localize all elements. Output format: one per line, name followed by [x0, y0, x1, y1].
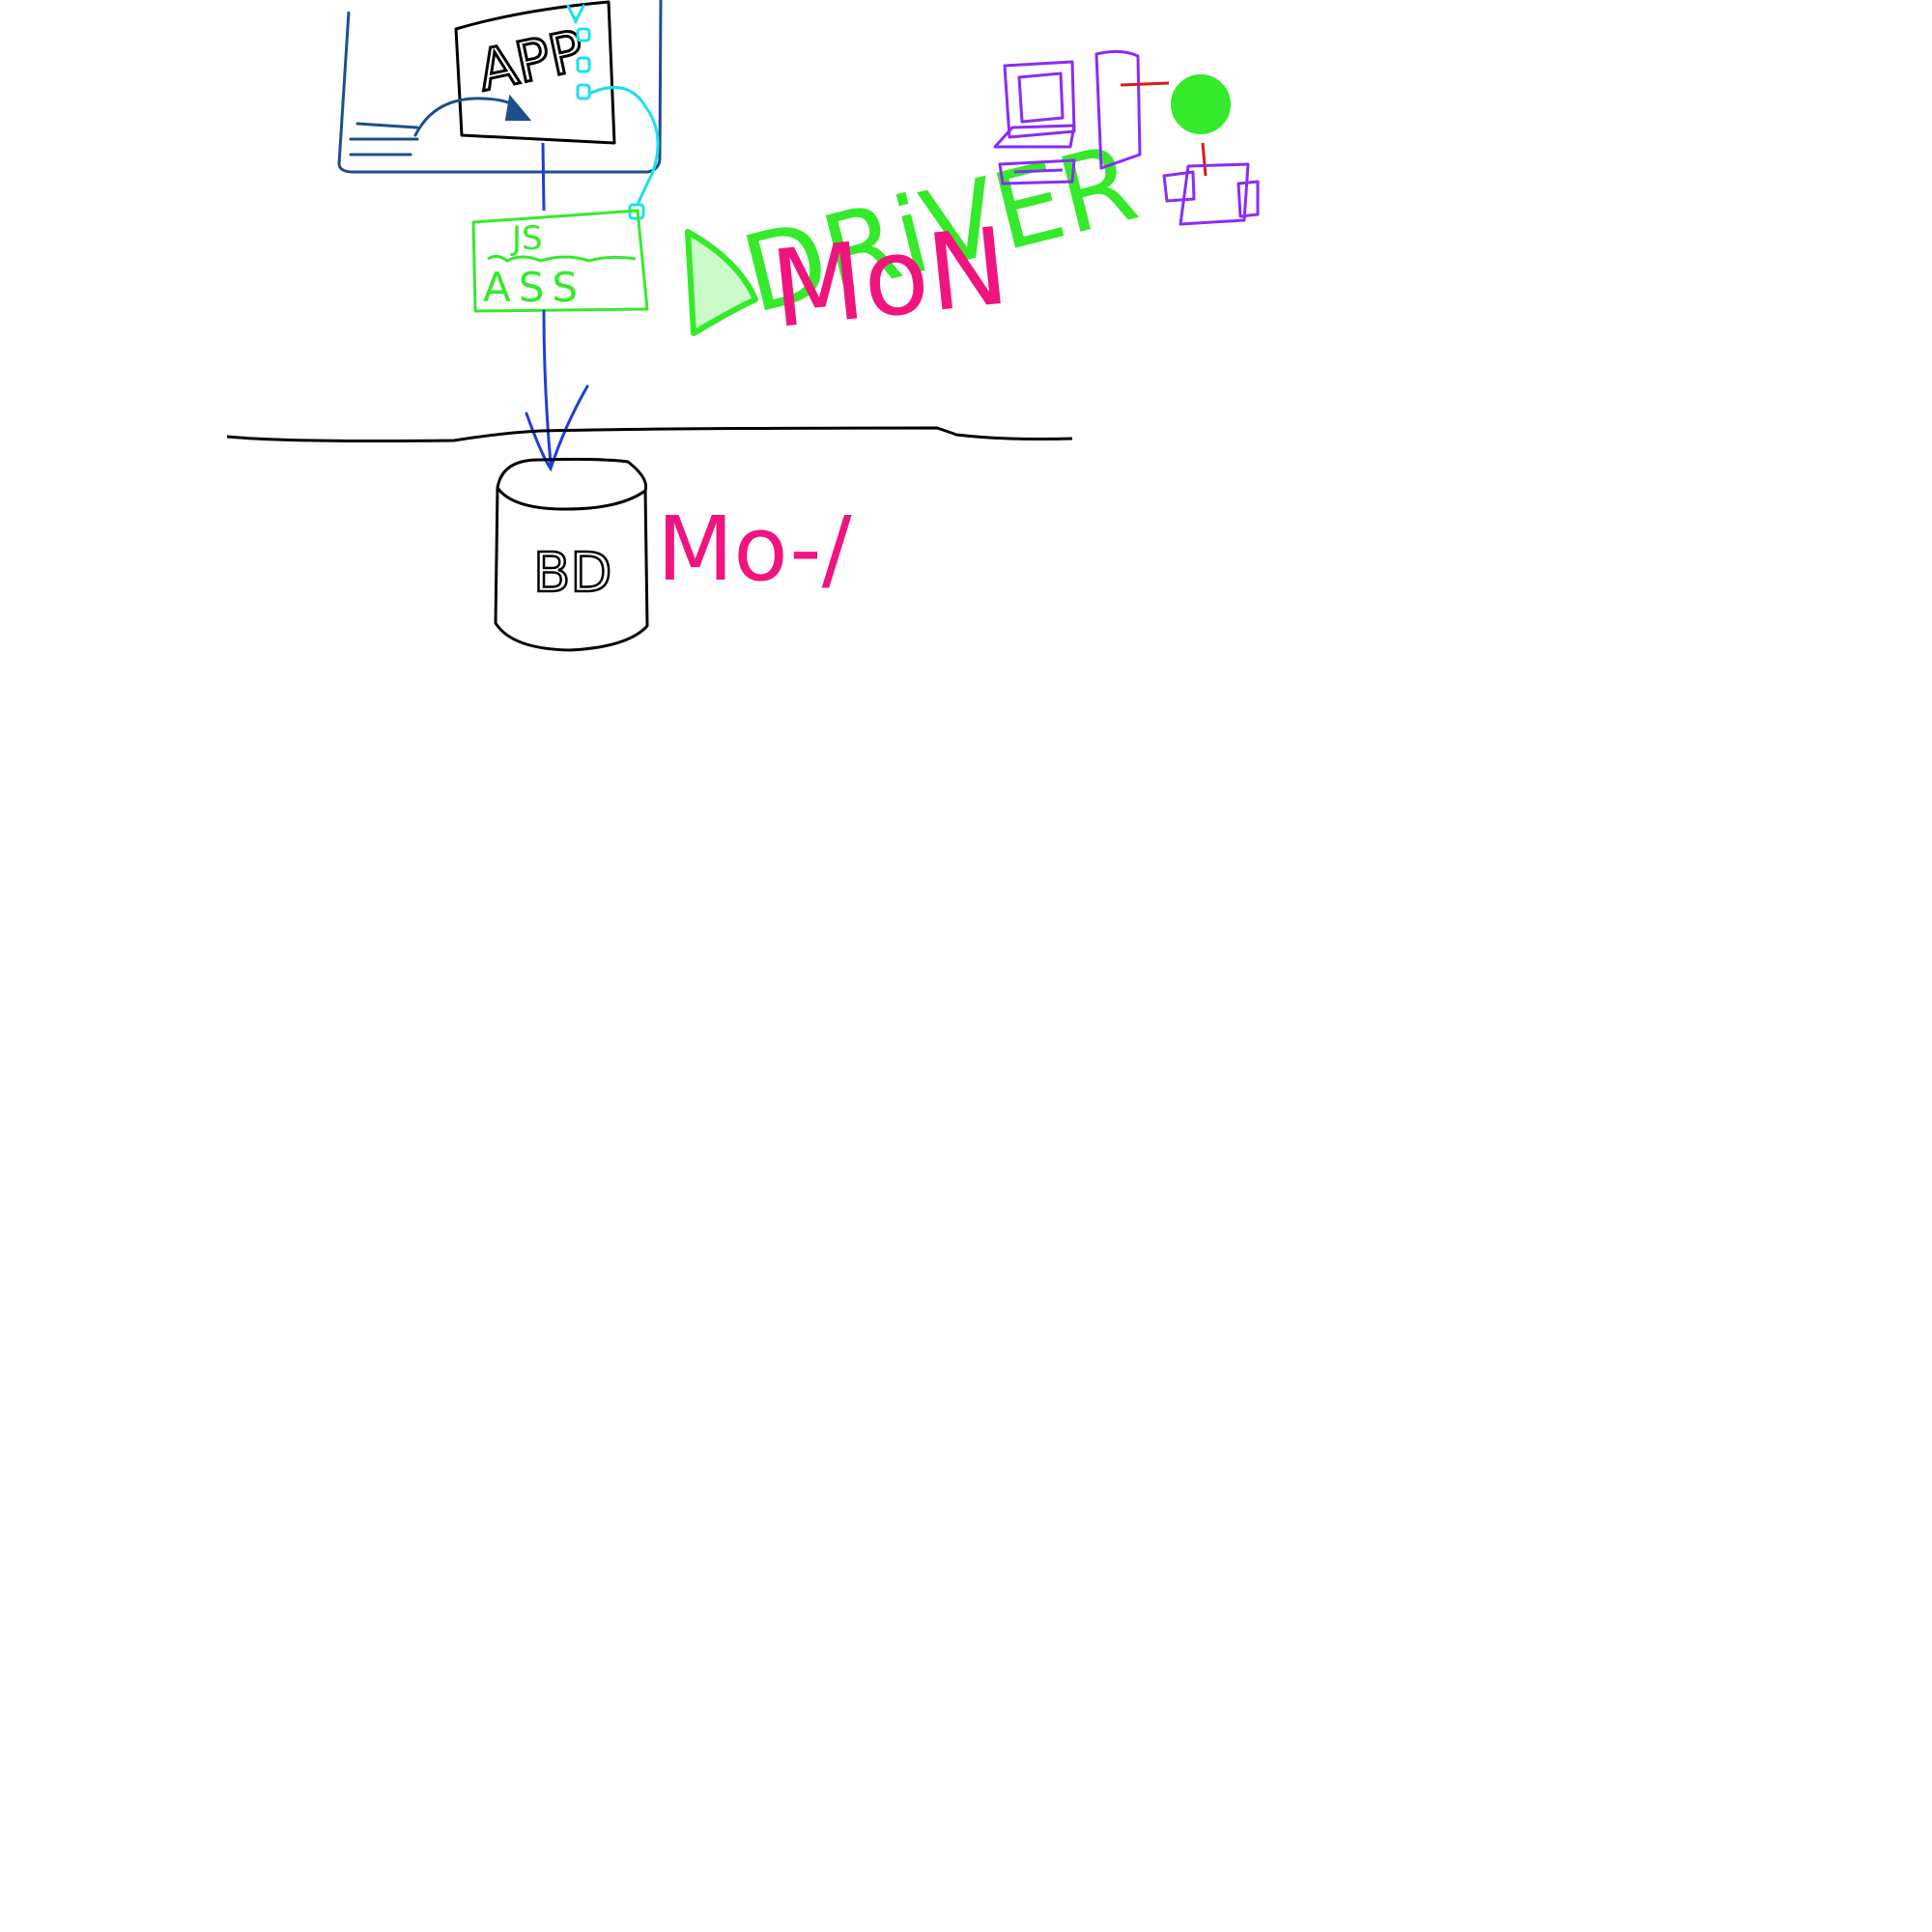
driver-to-db-arrow	[525, 309, 589, 472]
driver-d-letter	[685, 229, 758, 336]
computer-icon	[993, 49, 1142, 185]
js-label: JS	[510, 219, 543, 258]
network-boundary-line	[226, 426, 1073, 442]
bd-label: BD	[533, 542, 612, 605]
driver-box	[471, 209, 649, 313]
db-mon-label: Mo-/	[657, 497, 852, 601]
input-arrowhead	[504, 94, 532, 121]
app-to-driver-line	[541, 142, 546, 212]
ass-label: ASS	[483, 264, 585, 311]
app-box	[454, 0, 616, 145]
app-label: APP	[472, 17, 589, 103]
cyan-connector	[566, 4, 660, 220]
driver-mon-label: MoN	[766, 204, 1014, 352]
app-container-frame	[337, 0, 663, 174]
input-arrow	[349, 97, 524, 156]
driver-box-divider	[487, 254, 637, 263]
database-cylinder	[494, 457, 649, 652]
network-icon	[1120, 74, 1260, 226]
